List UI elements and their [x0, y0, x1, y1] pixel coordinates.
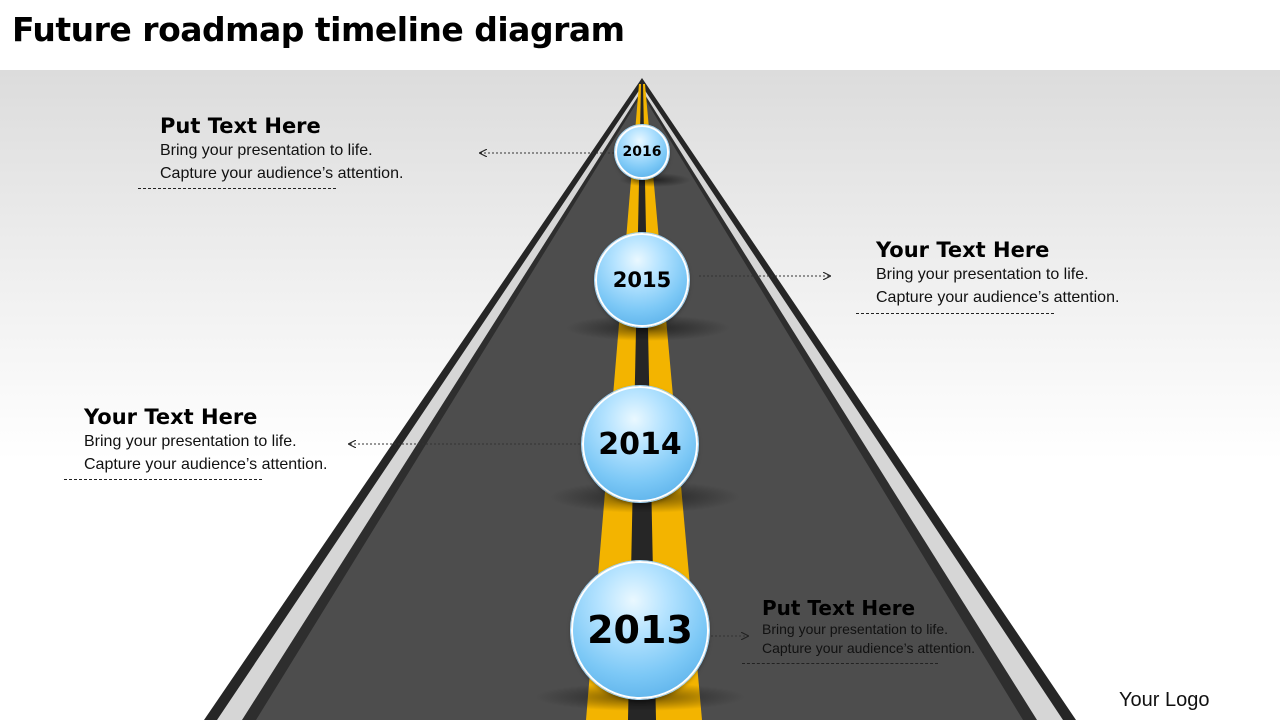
milestone-marker-2015: 2015 [595, 233, 689, 327]
callout-line: Capture your audience’s attention. [876, 289, 1120, 306]
page-title: Future roadmap timeline diagram [12, 10, 625, 49]
callout-heading: Your Text Here [84, 405, 258, 429]
milestone-marker-2014: 2014 [582, 386, 698, 502]
title-bar: Future roadmap timeline diagram [0, 0, 1280, 70]
marker-shadow [566, 315, 730, 341]
logo-placeholder: Your Logo [1119, 689, 1210, 711]
callout-heading: Put Text Here [762, 596, 916, 620]
callout-line: Capture your audience’s attention. [84, 456, 328, 473]
callout-divider [856, 313, 1054, 314]
callout-divider [64, 479, 262, 480]
callout-line: Bring your presentation to life. [762, 621, 948, 637]
milestone-marker-2016: 2016 [615, 125, 669, 179]
callout-line: Bring your presentation to life. [876, 266, 1089, 283]
callout-heading: Your Text Here [876, 238, 1050, 262]
callout-2013: Put Text Here Bring your presentation to… [762, 596, 975, 658]
milestone-marker-2013: 2013 [571, 561, 709, 699]
callout-2016: Put Text Here Bring your presentation to… [160, 113, 403, 185]
callout-line: Bring your presentation to life. [84, 433, 297, 450]
callout-2015: Your Text Here Bring your presentation t… [876, 237, 1119, 309]
callout-line: Capture your audience’s attention. [762, 640, 975, 656]
callout-2014: Your Text Here Bring your presentation t… [84, 404, 327, 476]
callout-line: Capture your audience’s attention. [160, 165, 404, 182]
callout-line: Bring your presentation to life. [160, 142, 373, 159]
callout-divider [138, 188, 336, 189]
callout-heading: Put Text Here [160, 114, 321, 138]
callout-divider [742, 663, 938, 664]
